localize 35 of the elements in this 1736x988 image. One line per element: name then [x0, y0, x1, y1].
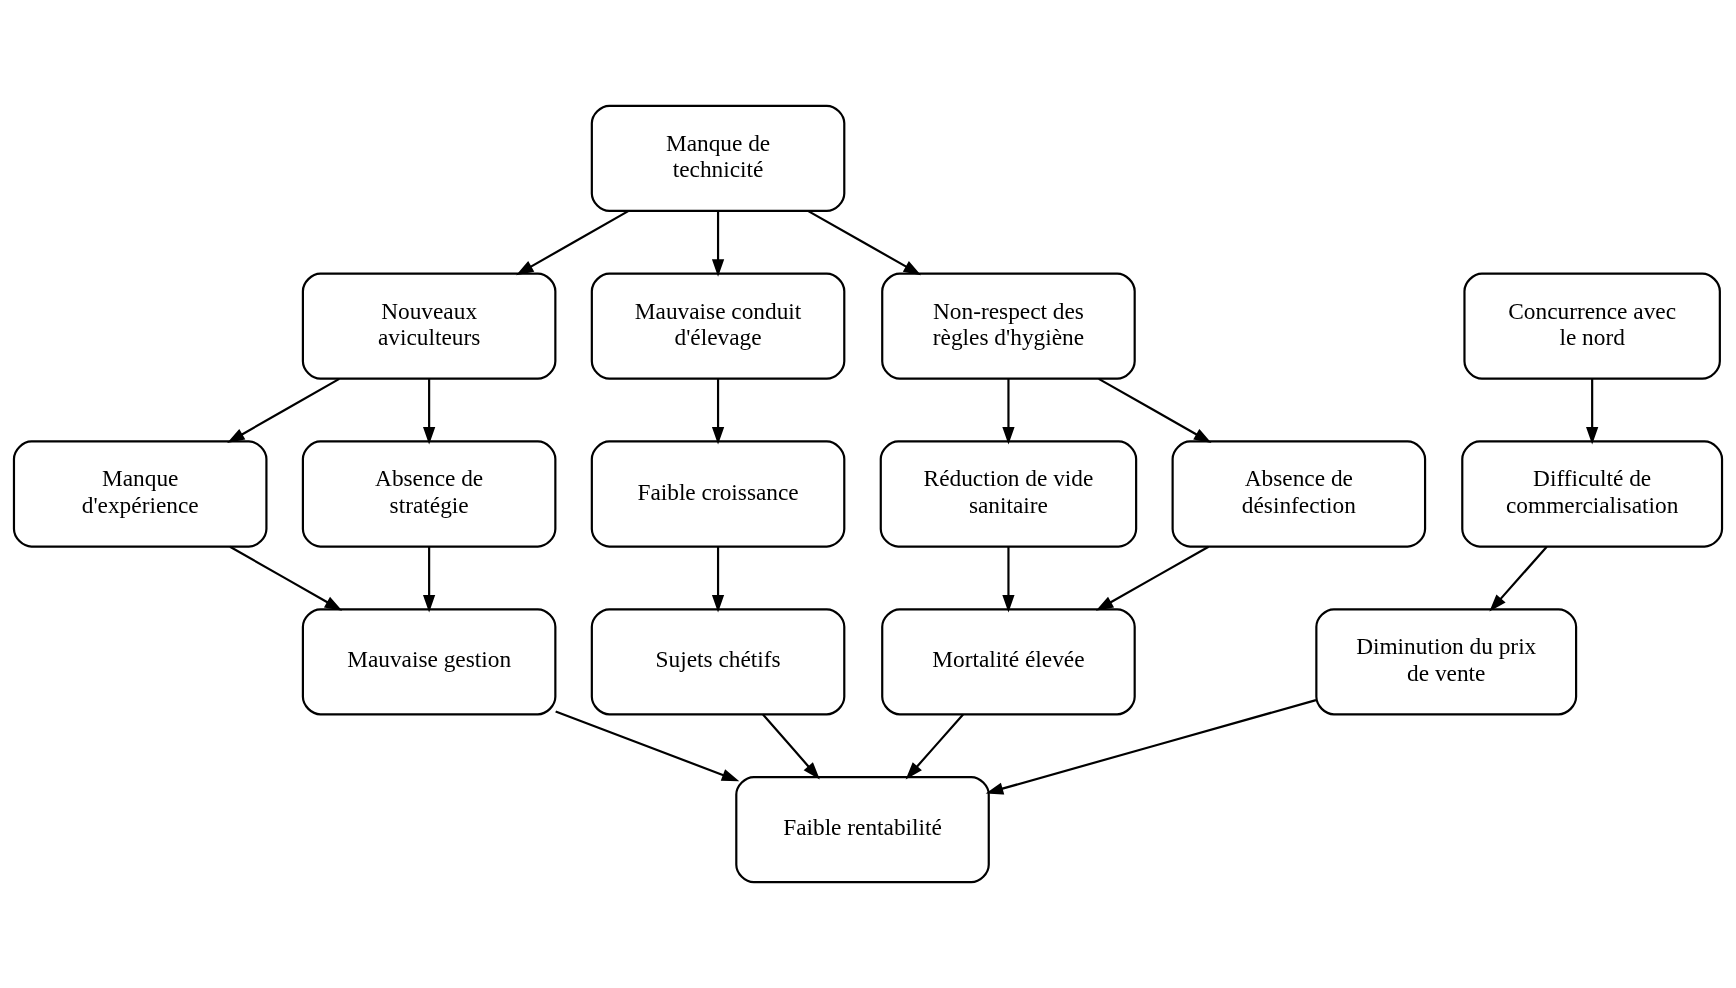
arrow	[423, 546, 436, 613]
arrow	[423, 378, 436, 445]
node-box: Mauvaise gestion	[301, 608, 557, 716]
node-box: Absence de désinfection	[1171, 440, 1427, 548]
arrow	[516, 210, 629, 276]
node-box: Concurrence avec le nord	[1463, 272, 1721, 380]
node-box: Mauvaise conduit d'élevage	[590, 272, 846, 380]
node-box: Sujets chétifs	[590, 608, 846, 716]
node-box: Mortalité élevée	[881, 608, 1136, 716]
node-box: Faible croissance	[590, 440, 846, 548]
node-box: Absence de stratégie	[301, 440, 557, 548]
arrow	[1095, 545, 1210, 611]
arrow	[711, 546, 725, 613]
arrow	[1586, 378, 1599, 445]
arrow	[985, 699, 1317, 795]
node-box: Diminution du prix de vente	[1315, 608, 1578, 716]
node-box: Nouveaux aviculteurs	[301, 272, 557, 380]
arrow	[1002, 546, 1015, 613]
node-box: Difficulté de commercialisation	[1461, 440, 1724, 548]
arrow	[711, 211, 725, 277]
arrow	[762, 713, 820, 780]
arrow	[905, 713, 964, 780]
node-box: Réduction de vide sanitaire	[879, 440, 1138, 548]
arrow	[227, 377, 340, 443]
node-box: Faible rentabilité	[735, 776, 990, 884]
arrow	[1098, 377, 1212, 443]
arrow	[229, 545, 343, 611]
arrow	[1489, 546, 1548, 612]
arrow	[1002, 378, 1015, 445]
arrow	[807, 210, 922, 276]
node-box: Non-respect des règles d'hygiène	[881, 272, 1136, 380]
arrow	[711, 378, 725, 445]
node-box: Manque d'expérience	[12, 440, 268, 548]
arrow	[555, 710, 740, 782]
node-box: Manque de technicité	[590, 104, 846, 212]
